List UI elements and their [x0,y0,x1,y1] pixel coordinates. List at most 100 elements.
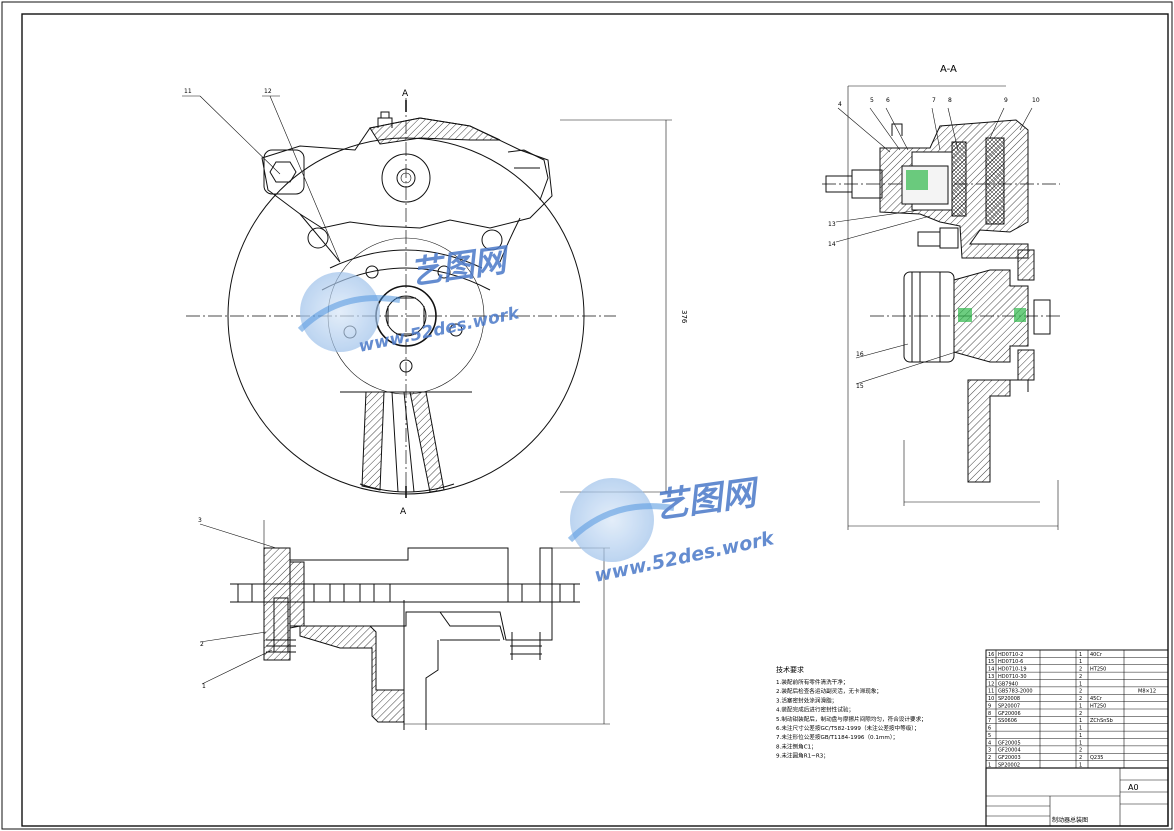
part-qty: 2 [1079,711,1082,717]
part-code: SS0606 [998,718,1017,724]
tech-requirement-item: 4.装配完成后进行密封性试验； [776,706,854,714]
part-code: GF20006 [998,711,1021,717]
technical-requirements: 技术要求 1.装配前所有零件清洗干净；2.装配后检查各运动副灵活，无卡滞现象；3… [776,665,927,760]
part-code: HD0710-6 [998,659,1023,665]
balloon-9: 9 [1004,97,1008,104]
dim-disc-height: 376 [680,310,688,324]
part-qty: 1 [1079,659,1082,665]
part-code: HD0710-2 [998,652,1023,658]
part-code: GF20003 [998,755,1021,761]
balloon-10: 10 [1032,97,1040,104]
tech-requirements-list: 1.装配前所有零件清洗干净；2.装配后检查各运动副灵活，无卡滞现象；3.活塞密封… [776,678,927,760]
parts-list-row: 8 GF20006 2 [986,711,1168,717]
part-qty: 2 [1079,689,1082,695]
tech-requirement-item: 7.未注形位公差按GB/T1184-1996（0.1mm）； [776,733,898,741]
watermark-brand-2: 艺图网 [652,472,764,527]
watermark-1: 艺图网 www.52des.work [297,240,523,357]
watermark-2: 艺图网 www.52des.work [567,472,777,587]
part-no: 2 [988,755,991,761]
part-material: Q235 [1090,755,1103,761]
part-qty: 2 [1079,667,1082,673]
parts-list-row: 15 HD0710-6 1 [986,659,1168,665]
part-qty: 1 [1079,740,1082,746]
part-no: 8 [988,711,991,717]
part-code: GB7940 [998,681,1018,687]
part-qty: 1 [1079,703,1082,709]
balloon-4: 4 [838,101,842,108]
part-no: 9 [988,703,991,709]
part-code: GB5783-2000 [998,689,1033,695]
balloon-14: 14 [828,241,836,248]
part-code: HD0710-30 [998,674,1027,680]
tech-requirement-item: 3.活塞密封处涂润滑脂； [776,696,837,704]
section-marker-top: A [402,89,409,99]
balloon-6: 6 [886,97,890,104]
part-code: HD0710-19 [998,667,1027,673]
section-view-title: A-A [940,64,957,75]
part-qty: 2 [1079,755,1082,761]
tech-requirement-item: 5.制动钳装配后，制动盘与摩擦片间隙均匀，符合设计要求； [776,715,927,723]
parts-list-row: 12 GB7940 1 [986,681,1168,687]
part-qty: 1 [1079,681,1082,687]
inner-frame [21,13,1169,827]
part-code: SP20008 [998,696,1020,702]
tech-requirement-item: 9.未注圆角R1~R3； [776,752,829,760]
balloon-5: 5 [870,97,874,104]
part-no: 7 [988,718,991,724]
part-no: 1 [988,762,991,768]
part-material: ZChSnSb [1090,718,1113,724]
balloon-16: 16 [856,351,864,358]
part-no: 3 [988,748,991,754]
part-no: 11 [988,689,994,695]
part-no: 14 [988,667,994,673]
balloon-15: 15 [856,383,864,390]
tech-requirements-title: 技术要求 [776,665,804,674]
part-material: 40Cr [1090,652,1103,658]
part-no: 5 [988,733,991,739]
bottom-view [199,520,610,730]
part-no: 4 [988,740,991,746]
section-marker-bottom: A [400,507,407,517]
parts-list-row: 2 GF20003 2 Q235 [986,755,1168,761]
main-view: 376 A A [182,89,688,517]
part-qty: 1 [1079,762,1082,768]
section-view: A-A [822,64,1060,530]
part-qty: 1 [1079,733,1082,739]
part-no: 12 [988,681,994,687]
title-block: 制动器总装图 A0 [985,767,1169,827]
part-no: 13 [988,674,994,680]
part-qty: 1 [1079,726,1082,732]
sheet-scale: A0 [1128,783,1139,792]
balloon-2: 2 [200,641,204,648]
part-no: 15 [988,659,994,665]
part-no: 6 [988,726,991,732]
part-no: 10 [988,696,994,702]
parts-list-row: 11 GB5783-2000 2 M8×12 [986,689,1168,695]
part-code: SP20002 [998,762,1020,768]
balloon-1: 1 [202,683,206,690]
balloon-3: 3 [198,517,202,524]
part-qty: 2 [1079,696,1082,702]
balloon-13: 13 [828,221,836,228]
tech-requirement-item: 6.未注尺寸公差按GC/T582-1999（未注公差按中等级）； [776,724,920,732]
part-material: HT250 [1090,667,1106,673]
balloon-7: 7 [932,97,936,104]
part-no: 16 [988,652,994,658]
part-note: M8×12 [1138,689,1156,695]
watermark-url-1: www.52des.work [357,303,523,357]
part-qty: 2 [1079,748,1082,754]
tech-requirement-item: 8.未注倒角C1； [776,742,817,750]
